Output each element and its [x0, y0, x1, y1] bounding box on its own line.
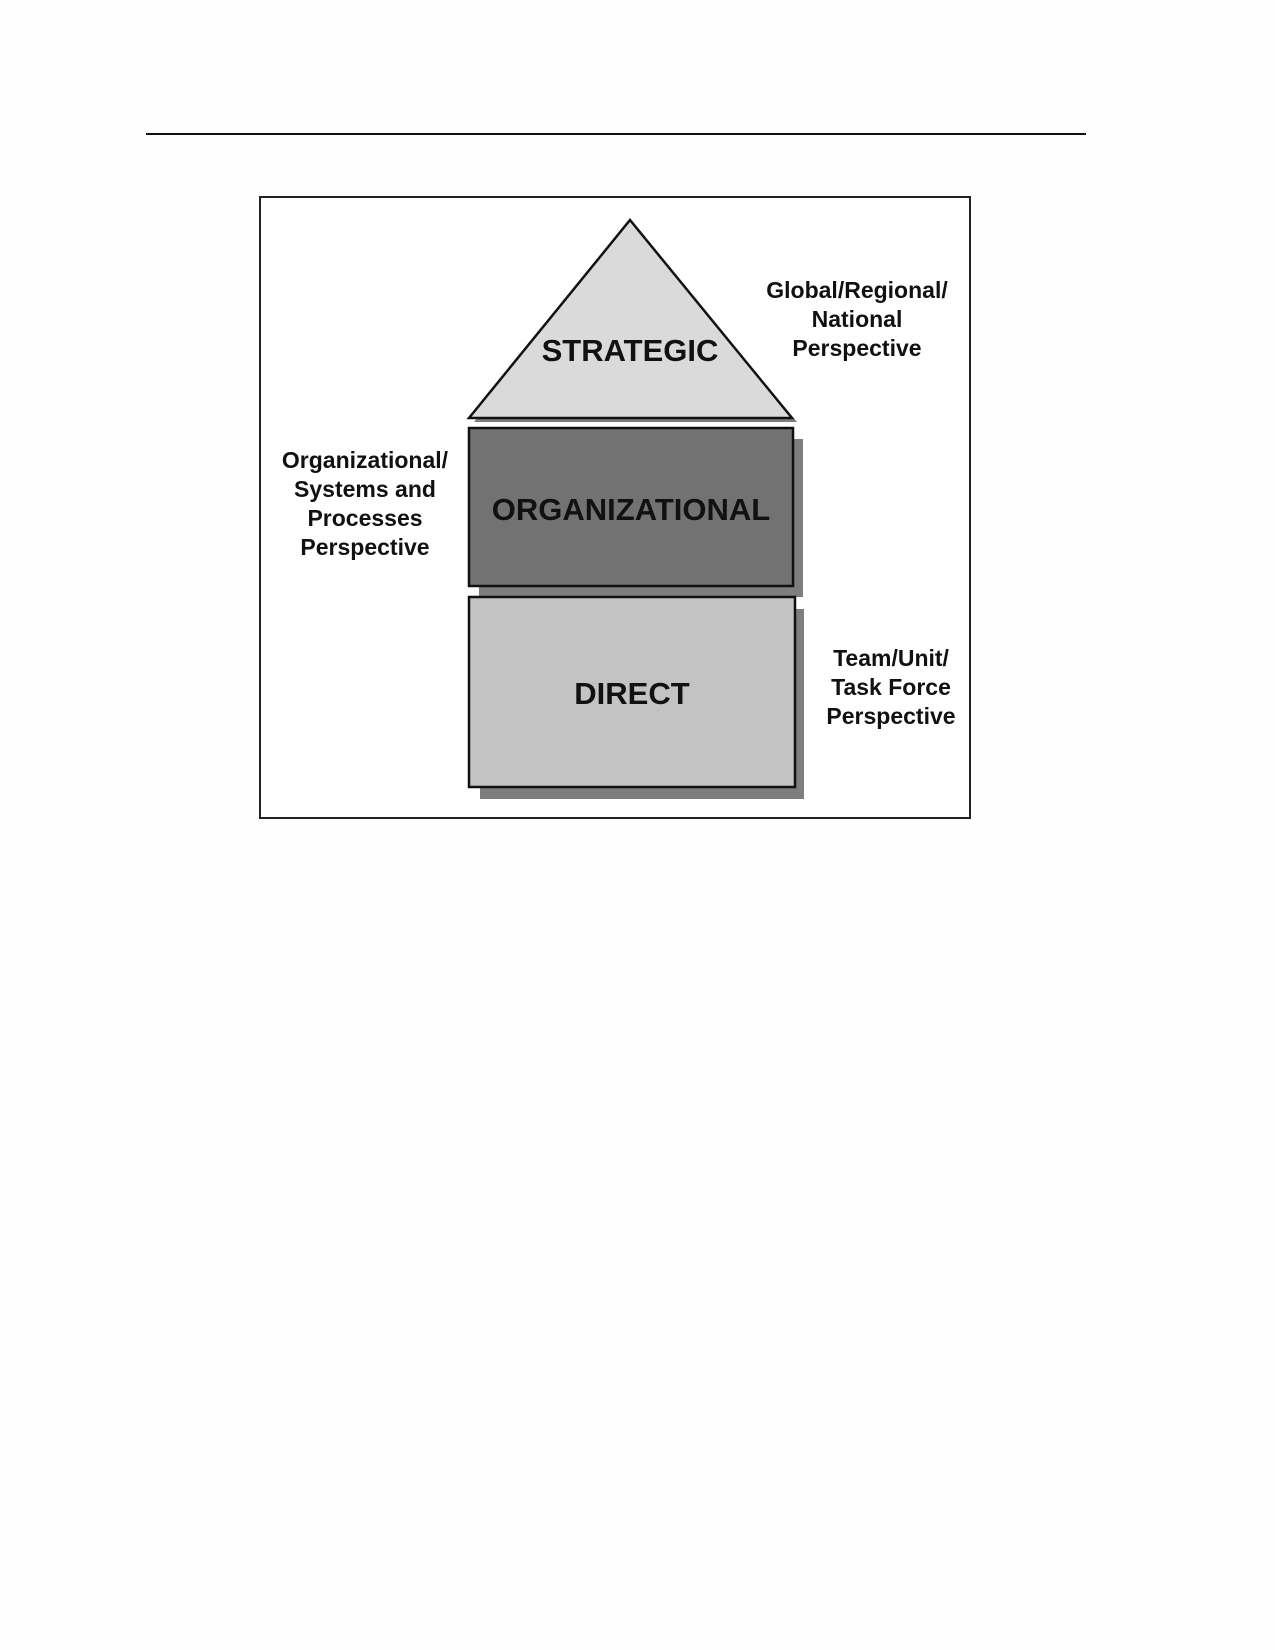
direct-perspective-line: Task Force	[831, 674, 951, 700]
organizational-perspective-line: Processes	[307, 505, 423, 531]
header-rule	[146, 133, 1086, 135]
direct-block	[467, 595, 797, 789]
strategic-triangle	[466, 218, 795, 420]
organizational-block	[467, 426, 795, 588]
organizational-perspective-line: Systems and	[294, 476, 436, 502]
organizational-perspective-line: Perspective	[300, 534, 430, 560]
organizational-perspective-label: Organizational/ Systems and Processes Pe…	[268, 446, 462, 562]
strategic-perspective-label: Global/Regional/ National Perspective	[752, 276, 962, 363]
direct-perspective-label: Team/Unit/ Task Force Perspective	[806, 644, 976, 731]
direct-label: DIRECT	[574, 676, 689, 711]
direct-perspective-line: Team/Unit/	[833, 645, 949, 671]
strategic-perspective-line: National	[811, 306, 903, 332]
strategic-label: STRATEGIC	[542, 333, 719, 368]
strategic-perspective-line: Perspective	[792, 335, 922, 361]
organizational-perspective-line: Organizational/	[281, 447, 449, 473]
direct-perspective-line: Perspective	[826, 703, 956, 729]
organizational-label: ORGANIZATIONAL	[492, 492, 770, 527]
strategic-perspective-line: Global/Regional/	[766, 277, 948, 303]
